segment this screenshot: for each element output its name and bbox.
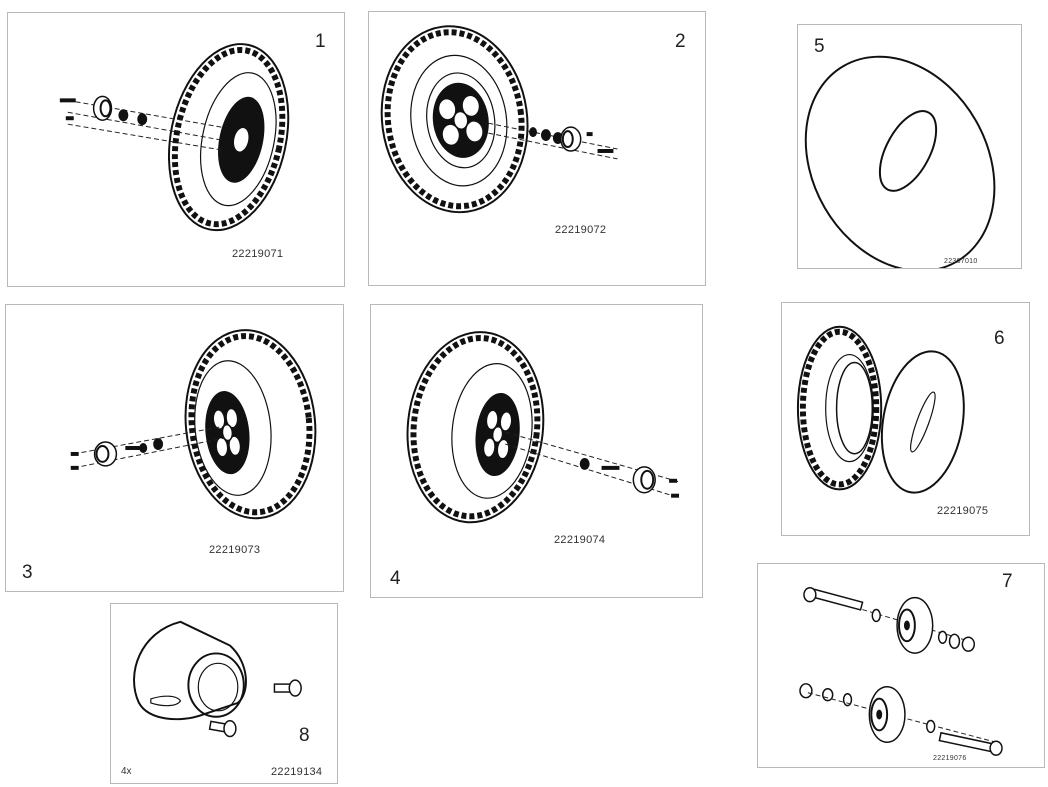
part-code: 22219074 [554, 534, 606, 546]
panel-number: 4 [390, 568, 401, 589]
panel-8: 8 4x 22219134 [110, 603, 338, 784]
panel-number: 5 [814, 36, 825, 57]
wheel-assembly-2-drawing [380, 25, 618, 214]
part-code: 22219075 [937, 505, 989, 517]
part-code: 22219072 [555, 224, 607, 236]
panel-number: 7 [1002, 571, 1013, 592]
panel-number: 8 [299, 725, 310, 746]
panel-7: 7 22219076 [757, 563, 1045, 768]
panel-5: 5 22307010 [797, 24, 1022, 269]
part-code: 22219071 [232, 248, 284, 260]
quantity-label: 4x [121, 766, 132, 777]
panel-number: 2 [675, 31, 686, 52]
caster-wheels-drawing [799, 587, 1003, 756]
hub-cap-drawing [133, 620, 302, 738]
part-code: 22219073 [209, 544, 261, 556]
panel-1: 1 22219071 [7, 12, 345, 287]
tire-and-tube-drawing [796, 325, 965, 494]
inner-tube-drawing [804, 55, 996, 268]
panel-6: 6 22219075 [781, 302, 1030, 536]
panel-4: 4 22219074 [370, 304, 703, 598]
panel-3: 3 22219073 [5, 304, 344, 592]
panel-number: 6 [994, 328, 1005, 349]
part-code: 22219076 [933, 755, 967, 762]
panel-number: 1 [315, 31, 326, 52]
wheel-assembly-4-drawing [406, 331, 680, 524]
part-code: 22307010 [944, 258, 978, 265]
wheel-assembly-1-drawing [59, 43, 290, 232]
part-code: 22219134 [271, 766, 323, 778]
panel-number: 3 [22, 562, 33, 583]
panel-2: 2 22219072 [368, 11, 706, 286]
wheel-assembly-3-drawing [70, 329, 317, 520]
